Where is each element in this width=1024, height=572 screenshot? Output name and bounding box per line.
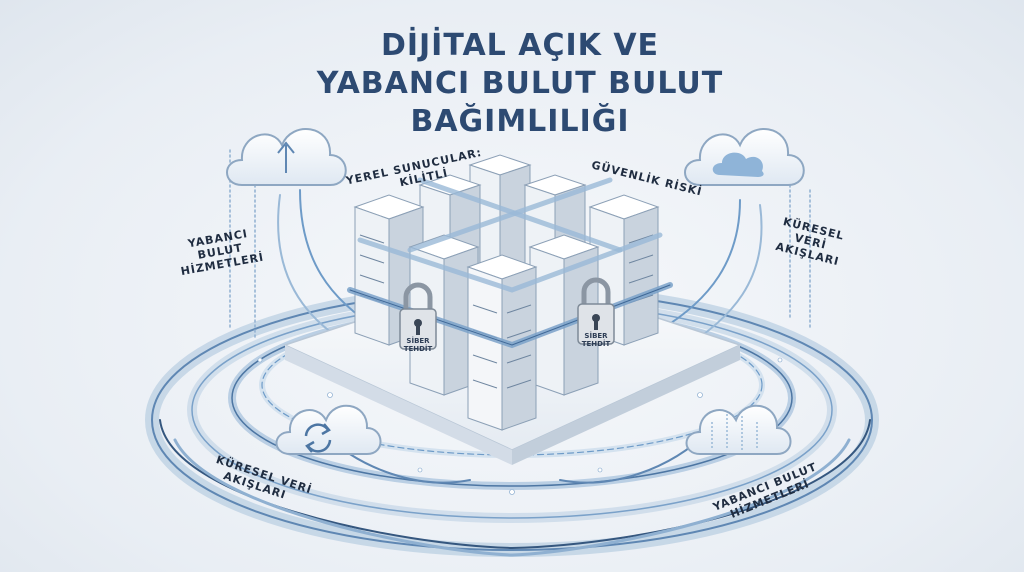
title-line-1: DİJİTAL AÇIK VE xyxy=(380,28,660,63)
padlock-icon xyxy=(577,277,615,345)
sync-arrows-icon xyxy=(304,423,332,453)
cloud-icon xyxy=(275,404,382,455)
cloud-icon xyxy=(684,128,805,186)
lock-label-left: SİBER TEHDİT xyxy=(403,337,433,353)
title-line-2: YABANCI BULUT BULUT xyxy=(316,66,724,101)
padlock-icon xyxy=(399,282,437,350)
title-line-3: BAĞIMLILIĞI xyxy=(410,104,630,139)
cloud-icon xyxy=(226,128,347,186)
lock-label-right: SİBER TEHDİT xyxy=(581,332,611,348)
cloud-icon xyxy=(685,404,792,455)
server-rack-icon xyxy=(466,254,538,431)
server-racks xyxy=(353,154,660,431)
data-sparkles xyxy=(257,357,783,495)
